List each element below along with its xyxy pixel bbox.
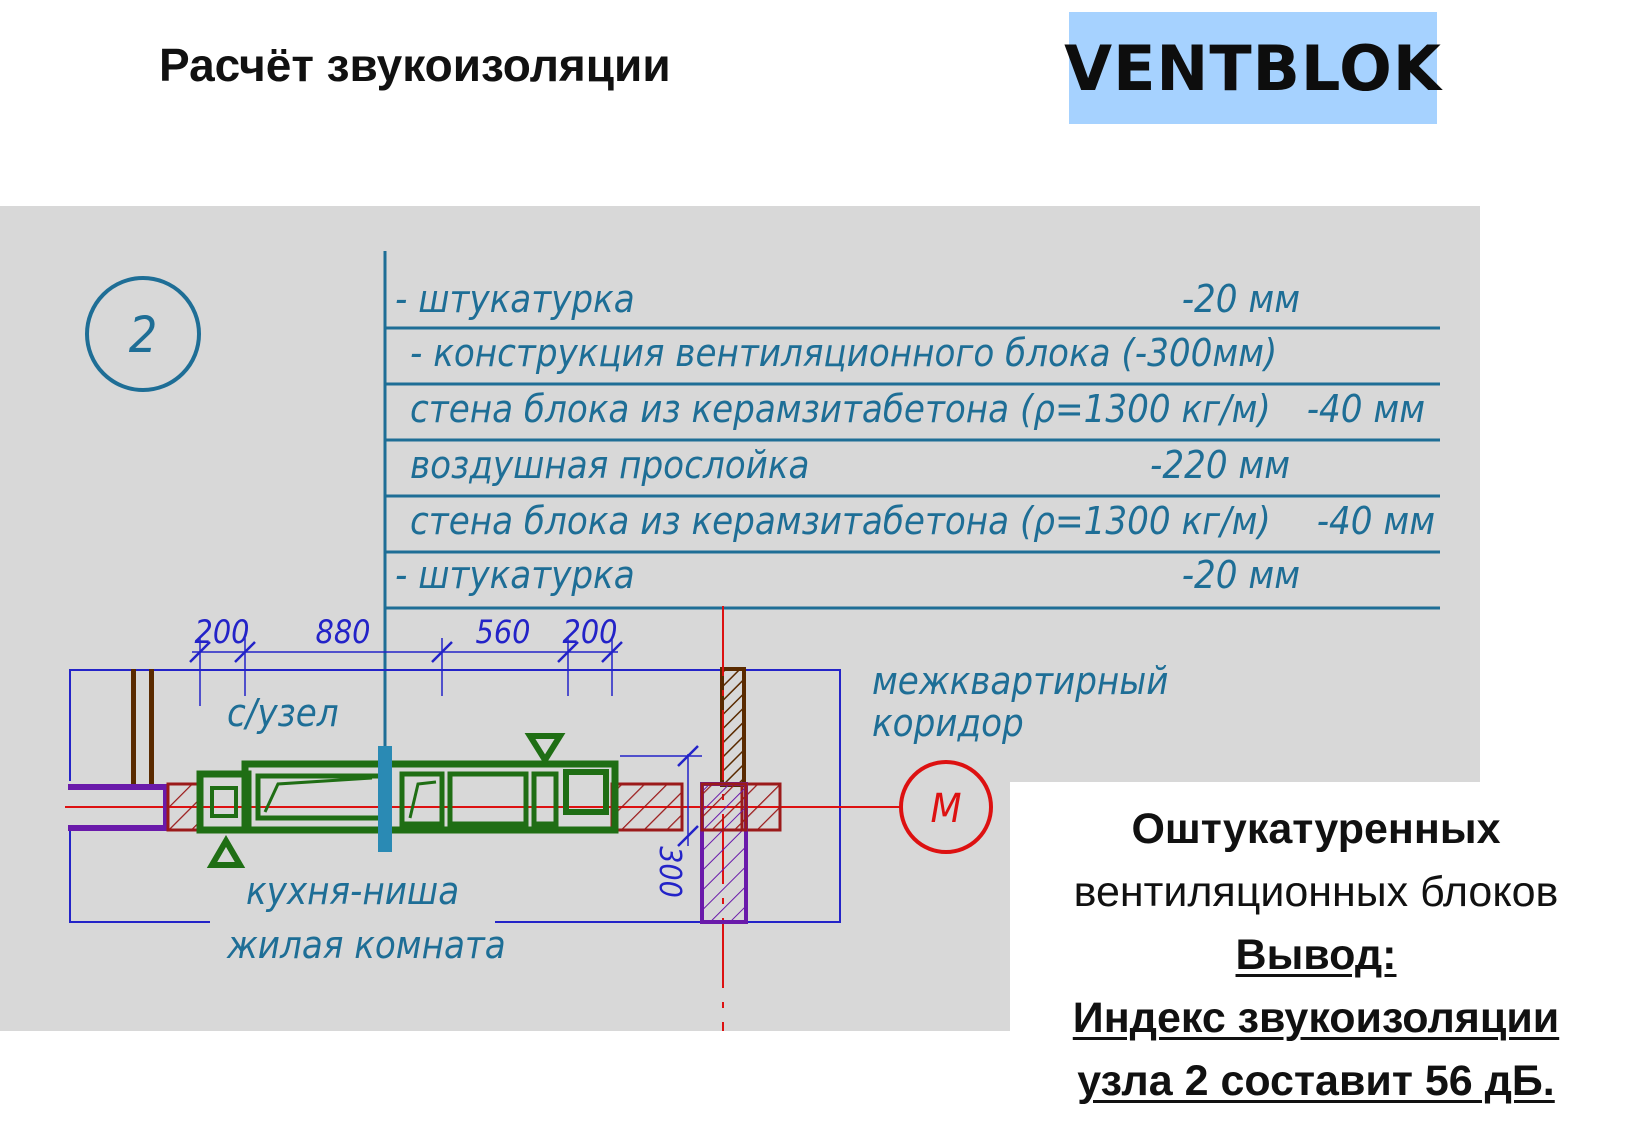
- layer-value: -20 мм: [1182, 553, 1300, 597]
- dimension-label: 200: [563, 613, 618, 651]
- layer-value: -20 мм: [1182, 277, 1300, 321]
- room-label-bathroom: с/узел: [227, 691, 339, 735]
- axis-marker-m: M: [899, 760, 993, 854]
- section-mark-bottom: [206, 835, 246, 868]
- dimension-label: 560: [476, 613, 531, 651]
- layer-label: воздушная прослойка: [410, 443, 809, 487]
- dimension-label: 880: [316, 613, 371, 651]
- layer-label: - штукатурка: [395, 553, 635, 597]
- layer-value: -40 мм: [1307, 387, 1425, 431]
- layer-label: - конструкция вентиляционного блока (-30…: [410, 331, 1277, 375]
- vertical-dimension: 300: [620, 745, 702, 898]
- logo-box: VENTBLOK: [1064, 12, 1441, 124]
- room-label-corridor: межквартирный: [872, 659, 1169, 703]
- conclusion-line: Оштукатуренных: [1131, 805, 1501, 853]
- wall-hatched: [610, 782, 684, 832]
- room-label-kitchen: кухня-ниша: [246, 869, 459, 913]
- layer-label: стена блока из керамзитабетона (ρ=1300 к…: [410, 387, 1271, 431]
- layer-value: -40 мм: [1317, 499, 1435, 543]
- ventilation-block: [196, 760, 619, 834]
- ventblok-logo: VENTBLOK: [1064, 31, 1442, 105]
- drawing-panel: 2 - штукатурка -20 мм - конструкция вент…: [0, 206, 1480, 1031]
- wall-hatched: [740, 782, 782, 832]
- conclusion-box: Оштукатуренных вентиляционных блоков Выв…: [1010, 782, 1622, 1125]
- leader-marker: [378, 746, 392, 852]
- layer-label: стена блока из керамзитабетона (ρ=1300 к…: [410, 499, 1271, 543]
- partition-wall: [149, 669, 154, 784]
- layer-label: - штукатурка: [395, 277, 635, 321]
- conclusion-result: узла 2 составит 56 дБ.: [1077, 1057, 1555, 1105]
- wall-hatched: [166, 782, 200, 832]
- layer-value: -220 мм: [1150, 443, 1290, 487]
- conclusion-heading: Вывод:: [1235, 931, 1397, 979]
- page-title: Расчёт звукоизоляции: [159, 39, 671, 91]
- conclusion-line: вентиляционных блоков: [1073, 868, 1559, 916]
- node-number: 2: [129, 306, 158, 364]
- dimension-chain: 200 880 560 200: [189, 613, 623, 706]
- partition-wall: [131, 669, 136, 784]
- axis-marker-label: M: [930, 786, 961, 832]
- node-number-marker: 2: [85, 276, 201, 392]
- section-drawing: 2 - штукатурка -20 мм - конструкция вент…: [65, 251, 1440, 1031]
- dimension-label: 200: [195, 613, 250, 651]
- node-circle: [85, 276, 201, 392]
- room-label-living: жилая комната: [226, 923, 506, 967]
- section-mark-top: [524, 733, 566, 766]
- corridor-wall-hatched: [720, 667, 746, 787]
- layer-list: - штукатурка -20 мм - конструкция вентил…: [385, 277, 1440, 610]
- conclusion-line: Индекс звукоизоляции: [1072, 994, 1560, 1042]
- room-label-corridor: коридор: [872, 701, 1024, 745]
- dimension-label: 300: [652, 846, 687, 898]
